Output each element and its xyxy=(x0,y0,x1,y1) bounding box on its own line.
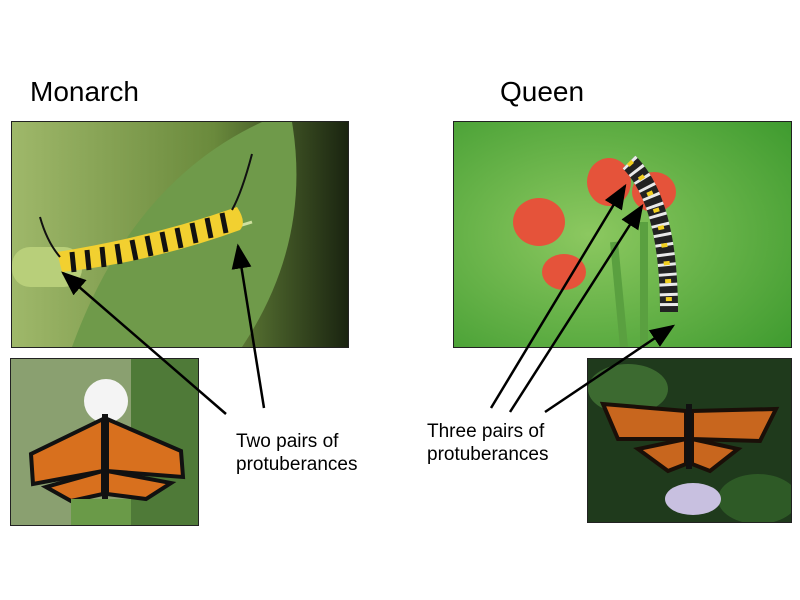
queen-caterpillar-photo xyxy=(453,121,792,348)
monarch-title: Monarch xyxy=(30,76,139,107)
queen-annotation-line2: protuberances xyxy=(427,444,549,465)
monarch-annotation-line2: protuberances xyxy=(236,454,358,475)
monarch-annotation-line1: Two pairs of xyxy=(236,431,339,452)
monarch-butterfly-photo xyxy=(10,358,199,526)
monarch-caterpillar-photo xyxy=(11,121,349,348)
queen-butterfly-photo xyxy=(587,358,792,523)
monarch-annotation: Two pairs of protuberances xyxy=(236,430,357,476)
queen-title: Queen xyxy=(500,76,585,107)
queen-annotation: Three pairs of protuberances xyxy=(427,420,548,466)
queen-annotation-line1: Three pairs of xyxy=(427,421,545,442)
